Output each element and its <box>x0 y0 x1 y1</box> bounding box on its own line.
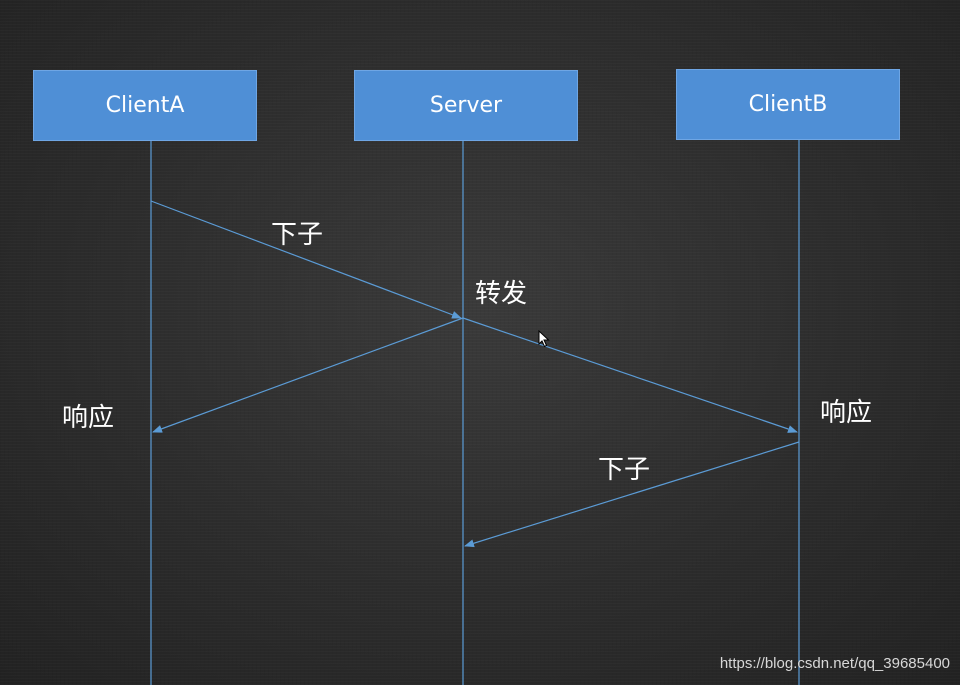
participant-clientb: ClientB <box>676 69 900 140</box>
arrow-clientb-to-server <box>464 441 800 548</box>
message-label-clientb-response: 响应 <box>820 398 873 428</box>
participant-server-label: Server <box>429 93 503 118</box>
arrow-server-to-clientb <box>462 317 798 433</box>
participant-server: Server <box>354 70 578 141</box>
arrow-server-to-clienta <box>152 317 464 433</box>
watermark-url: https://blog.csdn.net/qq_39685400 <box>719 655 950 672</box>
arrow-clienta-to-server <box>150 200 462 319</box>
message-label-clientb-move: 下子 <box>598 455 651 485</box>
participant-clientb-label: ClientB <box>748 92 828 117</box>
message-label-server-forward: 转发 <box>475 279 528 309</box>
participant-clienta: ClientA <box>33 70 257 141</box>
participant-clienta-label: ClientA <box>105 93 185 118</box>
message-label-clienta-response: 响应 <box>62 403 115 433</box>
mouse-cursor-icon <box>538 330 550 348</box>
message-label-clienta-move: 下子 <box>271 220 324 250</box>
